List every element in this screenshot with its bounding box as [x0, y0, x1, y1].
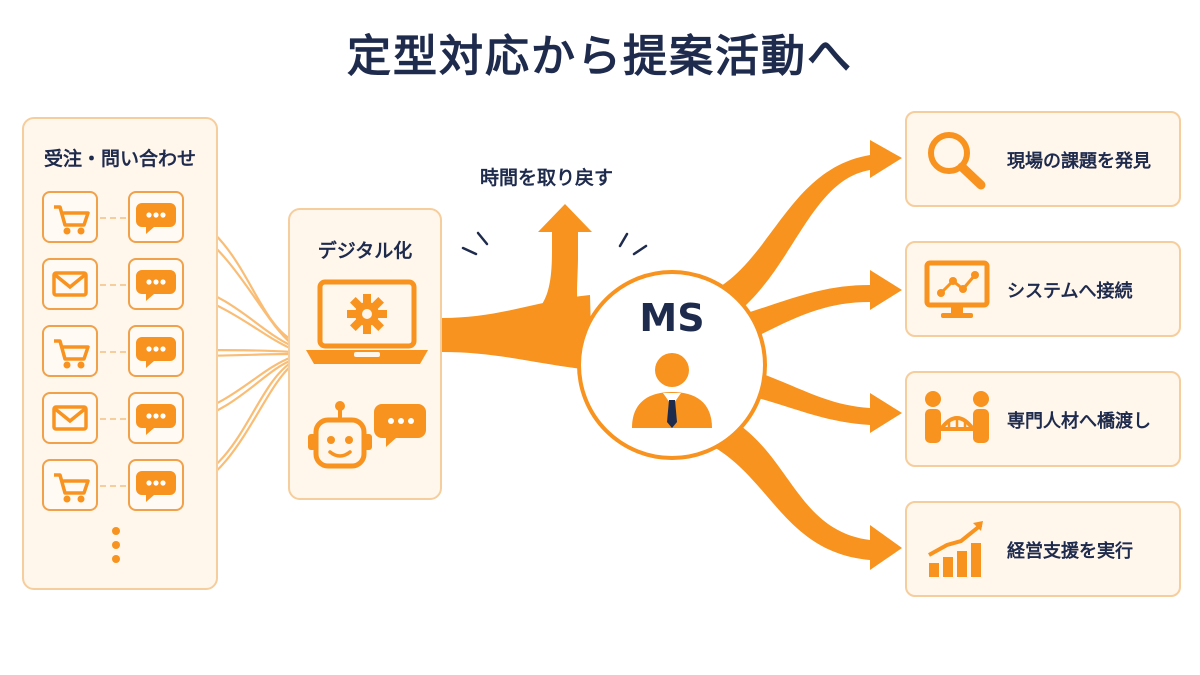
chat-bubble-icon [136, 203, 176, 234]
inquiry-tile-mail-icon [42, 392, 98, 444]
digital-panel-title: デジタル化 [317, 240, 413, 262]
attention-marks [461, 231, 648, 256]
inquiry-tile-chat-bubble-icon [128, 191, 184, 243]
time-label: 時間を取り戻す [480, 167, 614, 189]
inquiry-tile-chat-bubble-icon [128, 459, 184, 511]
inquiry-tile-chat-bubble-icon [128, 392, 184, 444]
inquiry-tile-cart-icon [42, 459, 98, 511]
tile-connector [100, 284, 126, 286]
growth-chart-icon [928, 521, 983, 577]
laptop-gear-icon [306, 279, 428, 364]
chat-bubble-icon [136, 270, 176, 301]
outcome-label: 専門人材へ橋渡し [1007, 411, 1151, 432]
magnifier-icon [928, 132, 986, 190]
cart-icon [54, 339, 90, 369]
cart-icon [54, 205, 90, 235]
tile-connector [100, 418, 126, 420]
output-bands [690, 140, 902, 570]
mail-icon [52, 271, 88, 297]
ms-label: MS [639, 296, 705, 340]
outcome-bridge: 専門人材へ橋渡し [905, 371, 1181, 467]
monitor-network-icon [924, 260, 990, 318]
chat-bubble-icon [136, 404, 176, 435]
outcome-label: システムへ接続 [1007, 281, 1133, 302]
time-arrow [520, 204, 600, 330]
chat-bubble-icon [136, 471, 176, 502]
inquiry-tile-cart-icon [42, 191, 98, 243]
outcome-label: 現場の課題を発見 [1007, 151, 1151, 172]
tile-connector [100, 351, 126, 353]
inquiry-tile-chat-bubble-icon [128, 325, 184, 377]
chatbot-icon [308, 401, 426, 469]
outcome-discover: 現場の課題を発見 [905, 111, 1181, 207]
outcome-system: システムへ接続 [905, 241, 1181, 337]
person-icon [632, 353, 712, 428]
inquiry-panel-title: 受注・問い合わせ [43, 148, 196, 170]
cart-icon [54, 473, 90, 503]
inquiry-tile-chat-bubble-icon [128, 258, 184, 310]
inquiry-tile-cart-icon [42, 325, 98, 377]
inquiry-panel: 受注・問い合わせ [22, 117, 218, 590]
digital-panel: デジタル化 [288, 208, 442, 500]
outcome-management: 経営支援を実行 [905, 501, 1181, 597]
tile-connector [100, 485, 126, 487]
inquiry-tile-mail-icon [42, 258, 98, 310]
mail-icon [52, 405, 88, 431]
page-title: 定型対応から提案活動へ [347, 31, 853, 82]
tile-connector [100, 217, 126, 219]
chat-bubble-icon [136, 337, 176, 368]
more-dots [112, 527, 122, 563]
outcome-label: 経営支援を実行 [1007, 541, 1133, 562]
bridge-people-icon [925, 391, 989, 443]
